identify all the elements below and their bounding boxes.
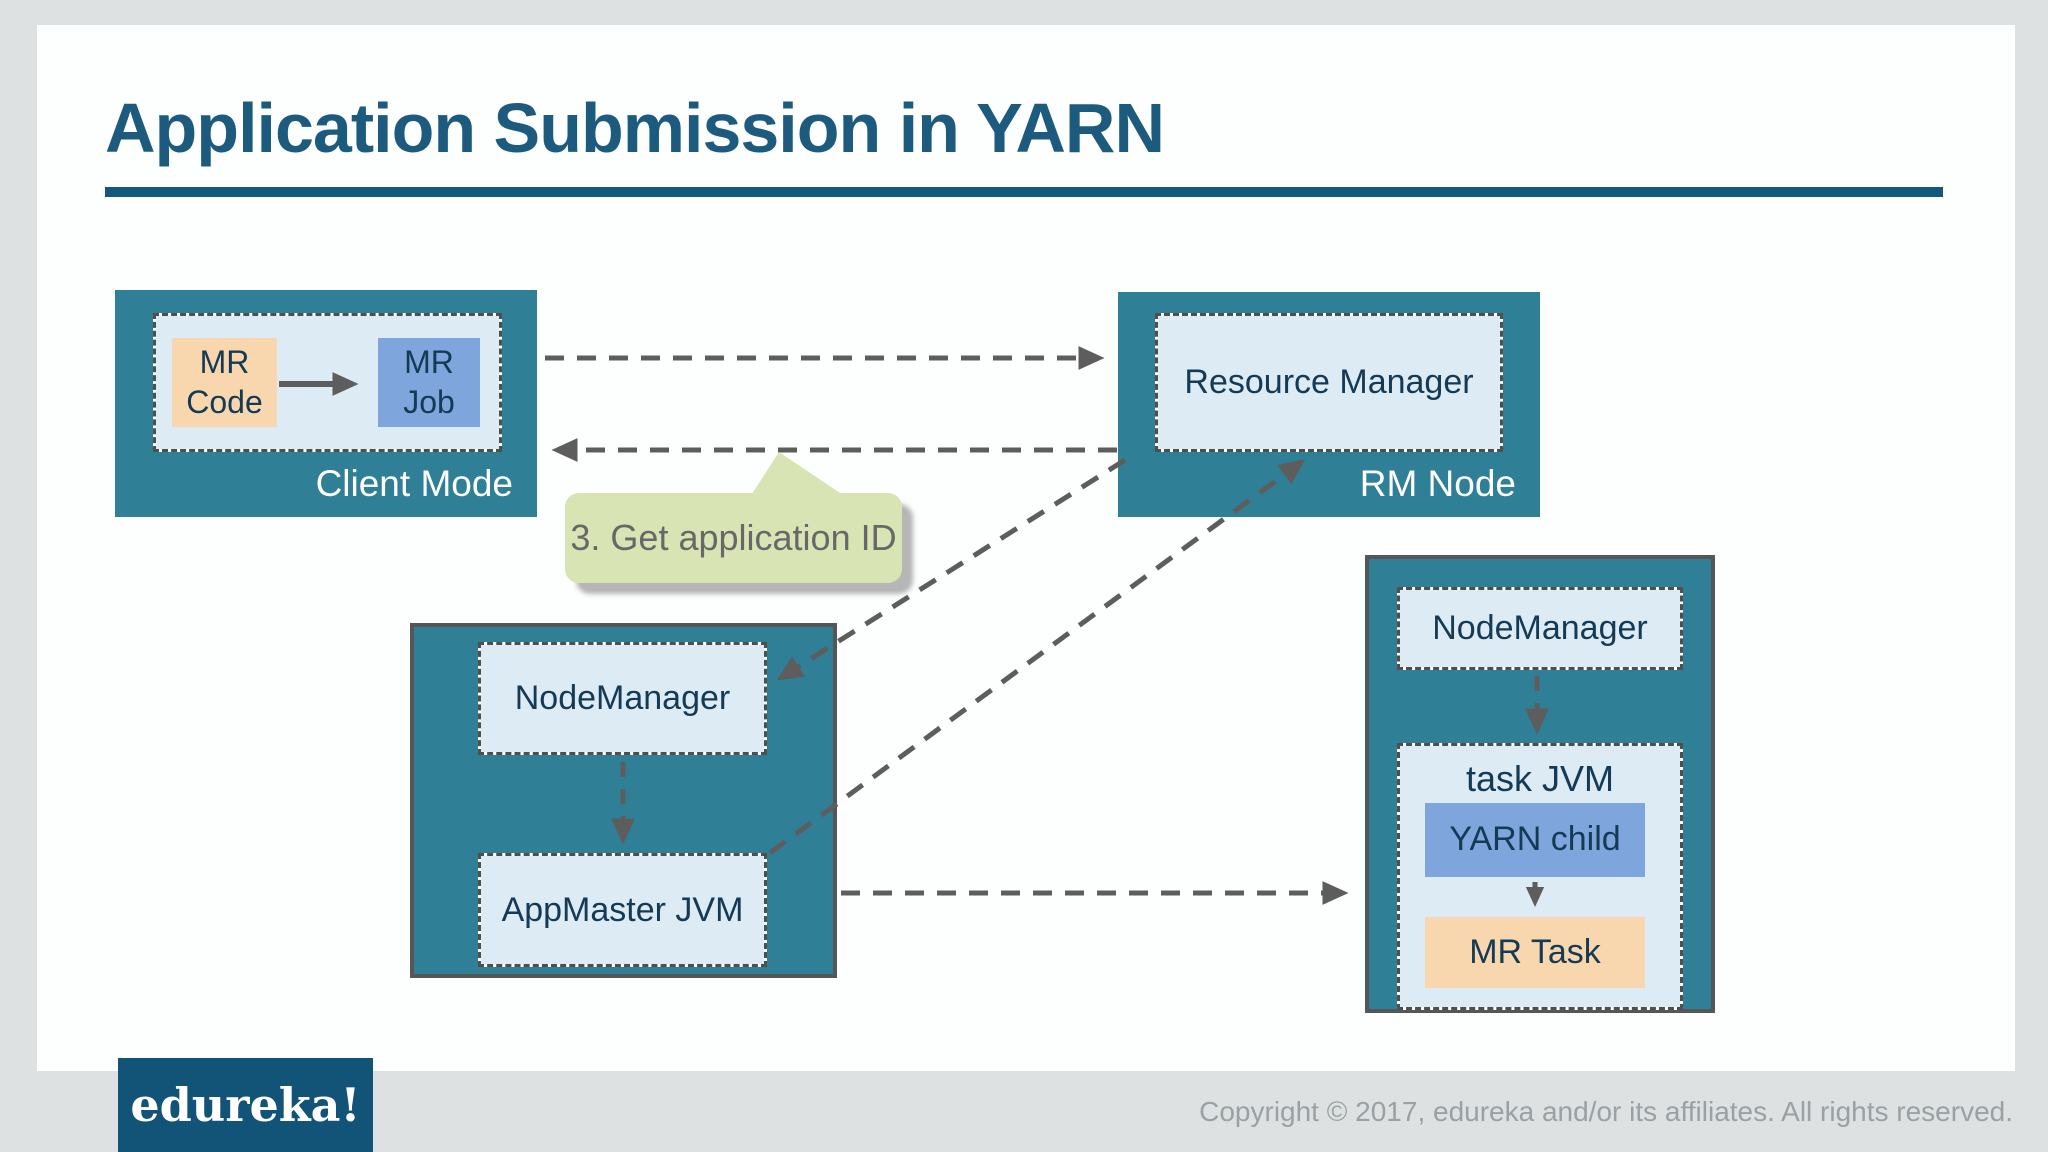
get-application-id-callout: 3. Get application ID: [565, 493, 902, 583]
appmaster-jvm-box: AppMaster JVM: [478, 853, 767, 967]
mr-code-box: MR Code: [172, 338, 277, 427]
task-node: NodeManager task JVM YARN child MR Task: [1365, 555, 1715, 1013]
edureka-logo-text: edureka!: [130, 1078, 361, 1132]
mr-task-box: MR Task: [1425, 917, 1645, 988]
copyright-text: Copyright © 2017, edureka and/or its aff…: [1199, 1096, 2013, 1127]
yarn-child-box: YARN child: [1425, 803, 1645, 877]
mr-job-box: MR Job: [378, 338, 480, 427]
client-mode-node: MR Code MR Job Client Mode: [115, 290, 537, 517]
nodemanager-box-right: NodeManager: [1397, 587, 1683, 670]
nodemanager-box-middle: NodeManager: [478, 642, 767, 755]
rm-node-label: RM Node: [1359, 463, 1516, 504]
task-jvm-box: task JVM YARN child MR Task: [1397, 743, 1683, 1010]
client-mode-label: Client Mode: [315, 463, 513, 504]
slide-background: [37, 25, 2015, 1071]
appmaster-node: NodeManager AppMaster JVM: [410, 623, 837, 978]
client-inner-panel: MR Code MR Job: [153, 313, 502, 452]
rm-node: Resource Manager RM Node: [1118, 292, 1540, 517]
page-title: Application Submission in YARN: [105, 89, 1165, 167]
edureka-logo: edureka!: [118, 1058, 373, 1152]
title-underline: [105, 187, 1943, 197]
resource-manager-box: Resource Manager: [1155, 313, 1503, 452]
task-jvm-label: task JVM: [1465, 758, 1615, 799]
